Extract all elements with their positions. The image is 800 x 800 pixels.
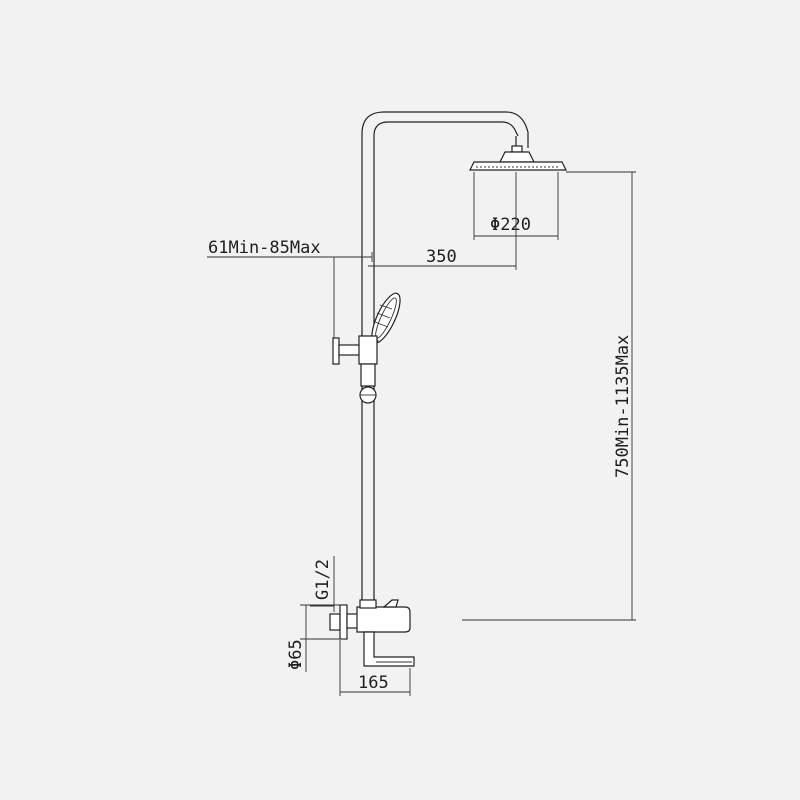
arm-length-label: 350	[426, 247, 457, 267]
thread-label: G1/2	[313, 559, 333, 600]
mixer-width-label: 165	[358, 673, 389, 693]
height-range-dimension: 750Min-1135Max	[462, 171, 636, 621]
escutcheon-label: Φ65	[286, 639, 306, 670]
mixer-valve	[329, 599, 415, 667]
holder-range-dimension: 61Min-85Max	[207, 238, 373, 360]
head-diameter-label: Φ220	[490, 215, 531, 235]
holder-range-label: 61Min-85Max	[208, 238, 321, 258]
arm-length-dimension: 350	[368, 172, 517, 270]
escutcheon-dimension: Φ65	[286, 604, 345, 672]
hand-shower-holder	[332, 335, 378, 404]
height-range-label: 750Min-1135Max	[613, 335, 633, 478]
overhead-shower-head	[469, 145, 567, 171]
mixer-width-dimension: 165	[339, 640, 411, 696]
head-diameter-dimension: Φ220	[473, 172, 559, 240]
riser-pipe	[361, 111, 529, 605]
thread-dimension: G1/2	[310, 556, 335, 612]
